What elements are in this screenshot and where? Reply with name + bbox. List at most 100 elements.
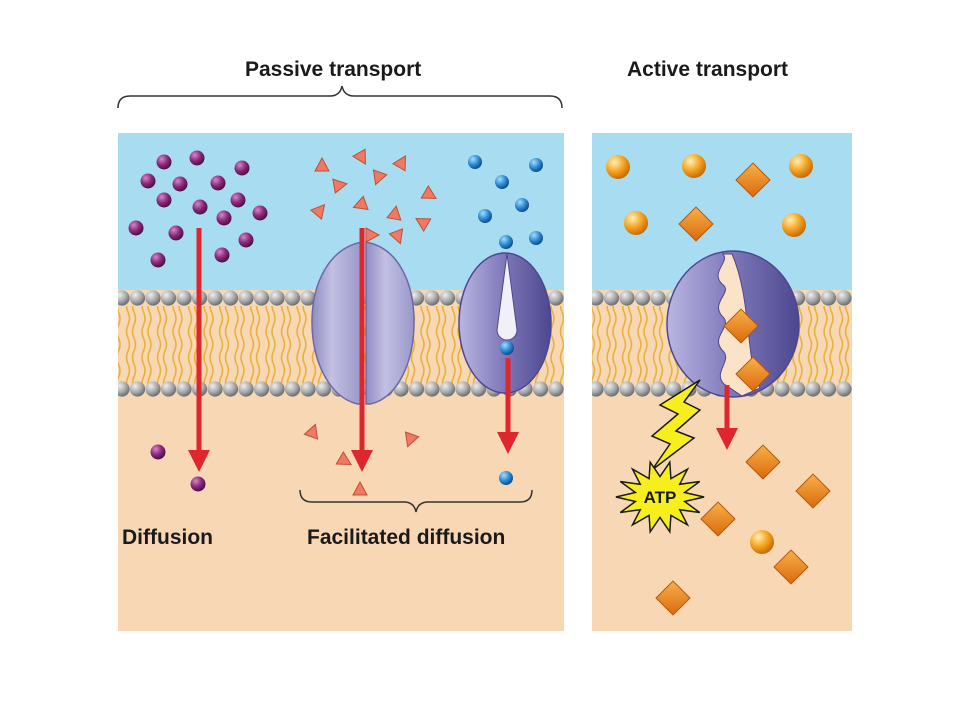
triangle-solute [309, 203, 326, 221]
phospholipid-head [548, 290, 564, 306]
diamond-solute [655, 580, 691, 616]
triangle-solute [386, 205, 402, 221]
phospholipid-head [253, 381, 270, 397]
blue-solute [529, 231, 543, 245]
phospholipid-head [129, 290, 146, 306]
carrier-arrow [497, 358, 519, 454]
triangle-solute [404, 431, 420, 448]
orange-sphere-solute [789, 154, 813, 178]
phospholipid-head [650, 290, 666, 306]
purple-solute [234, 160, 250, 176]
diamond-solute [773, 549, 809, 585]
diamond-solute [735, 162, 771, 198]
triangle-solute [335, 450, 352, 466]
atp-burst-icon: ATP [615, 459, 705, 535]
orange-sphere-solute [624, 211, 648, 235]
carrier-protein [458, 252, 552, 394]
channel-protein [311, 241, 415, 405]
purple-solute [150, 444, 166, 460]
phospholipid-head [238, 381, 254, 397]
phospholipid-head [222, 381, 239, 397]
purple-solute [252, 205, 268, 221]
diffusion-label: Diffusion [122, 526, 213, 549]
phospholipid-head [207, 290, 223, 306]
triangle-solute [351, 148, 367, 165]
phospholipid-head [300, 290, 316, 306]
phospholipid-head [774, 381, 790, 397]
blue-solute [515, 198, 529, 212]
phospholipid-head [160, 381, 177, 397]
phospholipid-head [548, 381, 564, 397]
channel-solutes [303, 148, 437, 496]
passive-transport-title: Passive transport [245, 58, 422, 81]
phospholipid-head [145, 290, 161, 306]
purple-solute [210, 175, 226, 191]
diamond-solute [723, 308, 759, 344]
facilitated-diffusion-label: Facilitated diffusion [307, 526, 506, 549]
active-transport-title: Active transport [627, 58, 789, 81]
phospholipid-head [789, 381, 806, 397]
phospholipid-head [592, 381, 604, 397]
purple-solute [156, 192, 172, 208]
diamond-solute [700, 501, 736, 537]
blue-solute [478, 209, 492, 223]
purple-solute [189, 150, 205, 166]
phospholipid-head [820, 290, 837, 306]
triangle-solute [372, 169, 388, 186]
purple-solute [230, 192, 246, 208]
channel-arrow [351, 228, 373, 472]
phospholipid-head [176, 381, 192, 397]
phospholipid-head [634, 381, 651, 397]
purple-solute [168, 225, 184, 241]
phospholipid-head [300, 381, 316, 397]
purple-solute [190, 476, 206, 492]
phospholipid-head [207, 381, 223, 397]
phospholipid-head [439, 290, 456, 306]
phospholipid-head [836, 290, 852, 306]
phospholipid-head [129, 381, 146, 397]
phospholipid-head [603, 381, 620, 397]
phospholipid-head [222, 290, 239, 306]
purple-solute [172, 176, 188, 192]
phospholipid-head [176, 290, 192, 306]
phospholipid-head [238, 290, 254, 306]
atp-label: ATP [644, 488, 677, 507]
orange-sphere-solute [682, 154, 706, 178]
active-solutes [606, 154, 831, 616]
orange-sphere-solute [606, 155, 630, 179]
purple-solute [128, 220, 144, 236]
diamond-solute [795, 473, 831, 509]
triangle-solute [352, 480, 368, 496]
blue-solute [499, 235, 513, 249]
phospholipid-head [439, 381, 456, 397]
triangle-solute [415, 217, 432, 233]
diamond-solute [678, 206, 714, 242]
orange-sphere-solute [750, 530, 774, 554]
phospholipid-head [532, 381, 549, 397]
blue-solute [499, 471, 513, 485]
phospholipid-head [805, 290, 821, 306]
phospholipid-head [160, 290, 177, 306]
facilitated-diffusion-brace [299, 489, 533, 513]
phospholipid-head [805, 381, 821, 397]
phospholipid-head [603, 290, 620, 306]
phospholipid-head [820, 381, 837, 397]
diffusion-solutes [128, 150, 268, 492]
blue-solute [500, 341, 514, 355]
triangle-solute [388, 228, 404, 245]
triangle-solute [314, 156, 330, 172]
purple-solute [214, 247, 230, 263]
triangle-solute [420, 184, 437, 200]
triangle-solute [303, 423, 319, 440]
phospholipid-head [455, 381, 471, 397]
triangle-solute [352, 195, 369, 211]
purple-solute [238, 232, 254, 248]
phospholipid-head [836, 381, 852, 397]
diffusion-arrow [188, 228, 210, 472]
triangle-solute [365, 227, 381, 243]
phospholipid-head [284, 290, 301, 306]
phospholipid-head [634, 290, 651, 306]
phospholipid-head [118, 381, 130, 397]
phospholipid-head [665, 381, 682, 397]
